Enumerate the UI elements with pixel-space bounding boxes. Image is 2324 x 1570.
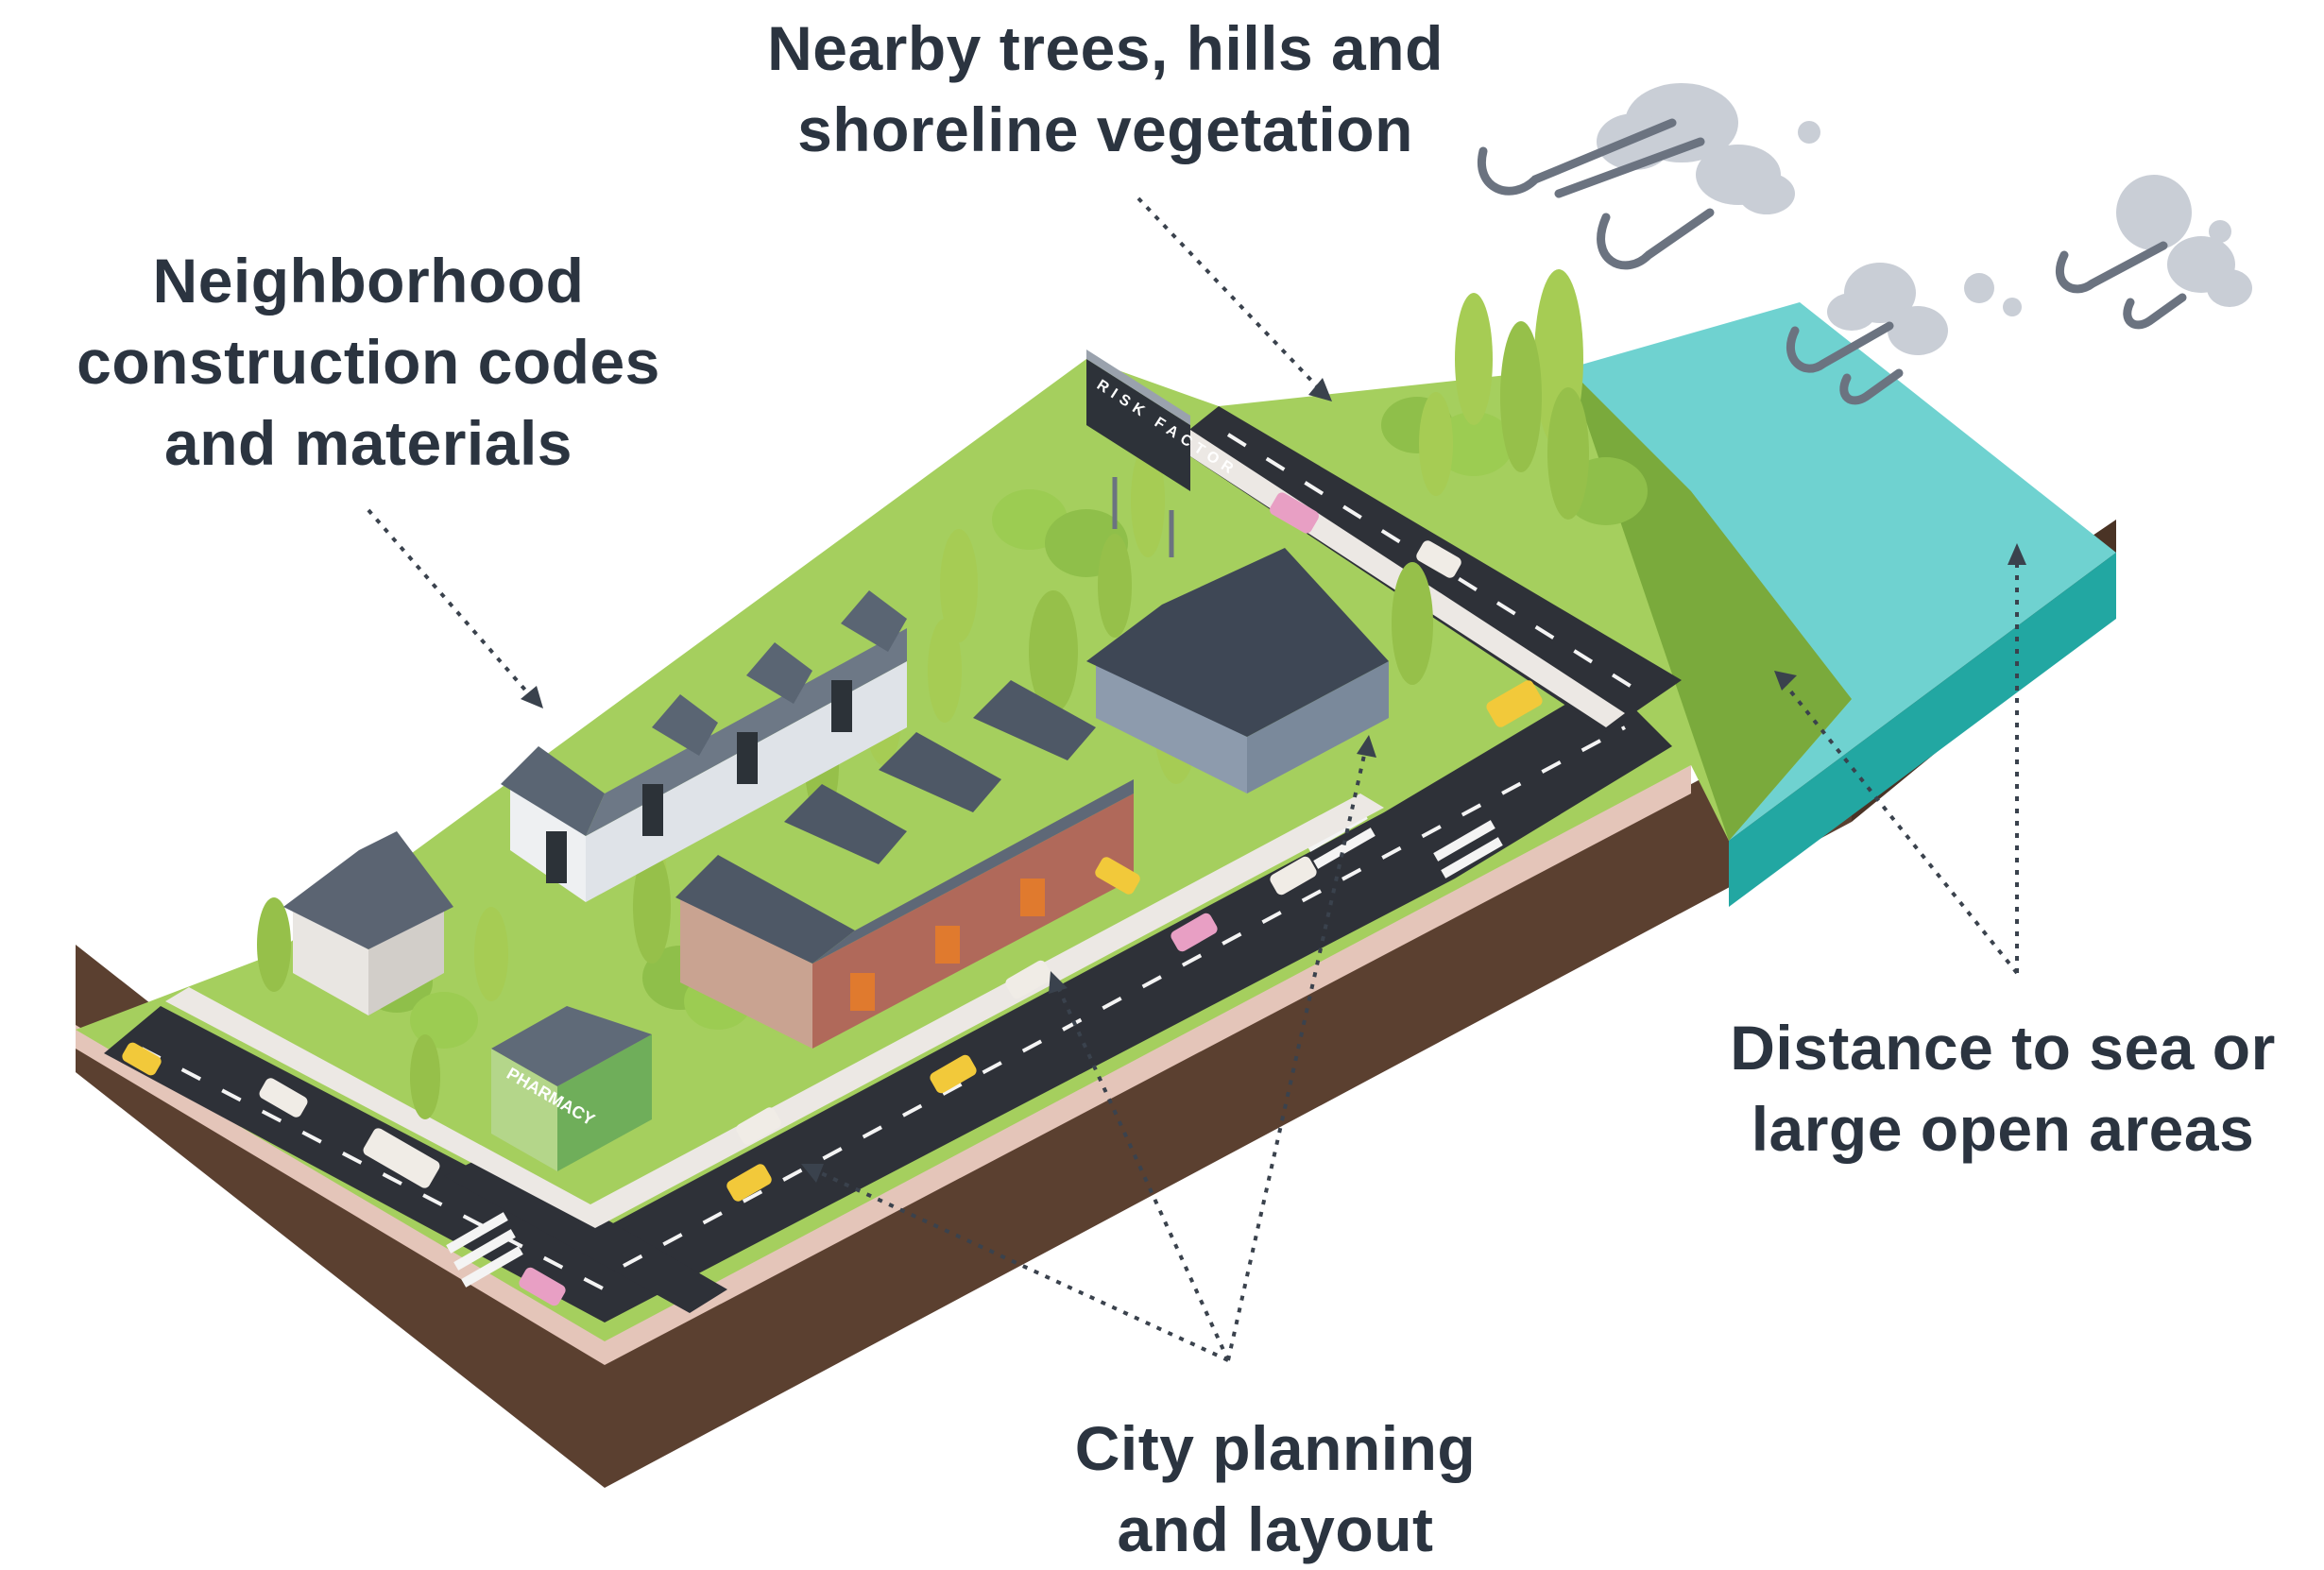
roads (104, 406, 1682, 1323)
city-leader-3 (1226, 750, 1367, 1361)
codes-leader (367, 508, 531, 696)
arrowhead-icon (521, 686, 543, 708)
cloud-icon (1827, 263, 1948, 355)
codes-label-line2: construction codes (77, 327, 660, 397)
tree-cluster-shore (1381, 269, 1648, 525)
cloud-icon (2116, 175, 2252, 307)
car (1416, 540, 1461, 578)
buildings: PHARMACY RISK FACTOR (283, 350, 1389, 1171)
car (1171, 913, 1218, 952)
brick-townhouses (675, 680, 1134, 1049)
trees-label-line2: shoreline vegetation (797, 94, 1413, 164)
sea-distance-label: Distance to sea or large open areas (1682, 1007, 2324, 1169)
car (736, 1107, 781, 1145)
sea-side (1729, 553, 2116, 907)
car (259, 1078, 308, 1118)
construction-codes-label: Neighborhood construction codes and mate… (9, 240, 727, 484)
sea-label-line2: large open areas (1751, 1094, 2255, 1164)
leader-arrows (367, 196, 2019, 1362)
sea-leader-1 (1784, 683, 2019, 975)
leader-arrowheads (521, 378, 2026, 1183)
main-street (104, 680, 1672, 1323)
codes-label-line3: and materials (163, 408, 573, 478)
car (1486, 680, 1543, 727)
car (363, 1128, 440, 1188)
trees-label-line1: Nearby trees, hills and (767, 13, 1444, 83)
cross-street-left (444, 1152, 727, 1313)
city-planning-label: City planning and layout (992, 1408, 1559, 1570)
arrowhead-icon (1049, 971, 1068, 994)
trees-leader (1136, 196, 1320, 389)
cloud-icon (1597, 83, 1795, 214)
car (1270, 856, 1317, 896)
arrowhead-icon (2008, 543, 2026, 565)
small-house (283, 831, 453, 1015)
wind-icon (1477, 118, 2187, 405)
city-label-line2: and layout (1117, 1494, 1434, 1564)
cars (122, 492, 1543, 1306)
back-street (1171, 406, 1682, 732)
modern-townhouses (501, 590, 907, 902)
codes-label-line1: Neighborhood (152, 246, 585, 316)
car (930, 1054, 977, 1094)
arrowhead-icon (1308, 378, 1332, 401)
car (122, 1042, 162, 1076)
arrowhead-icon (1774, 671, 1797, 691)
car (519, 1267, 566, 1306)
crosswalks (446, 811, 1503, 1288)
car (1095, 857, 1140, 895)
pharmacy: PHARMACY (491, 1006, 652, 1171)
car (1270, 492, 1319, 534)
city-label-line1: City planning (1074, 1413, 1477, 1483)
trees-label: Nearby trees, hills and shoreline vegeta… (661, 8, 1549, 170)
car (1005, 960, 1052, 999)
blue-house (1086, 548, 1389, 794)
city-leader-1 (816, 1169, 1229, 1362)
arrowhead-icon (1357, 735, 1376, 758)
sea-label-line1: Distance to sea or (1730, 1013, 2276, 1083)
car (726, 1164, 772, 1202)
arrowhead-icon (801, 1164, 824, 1183)
